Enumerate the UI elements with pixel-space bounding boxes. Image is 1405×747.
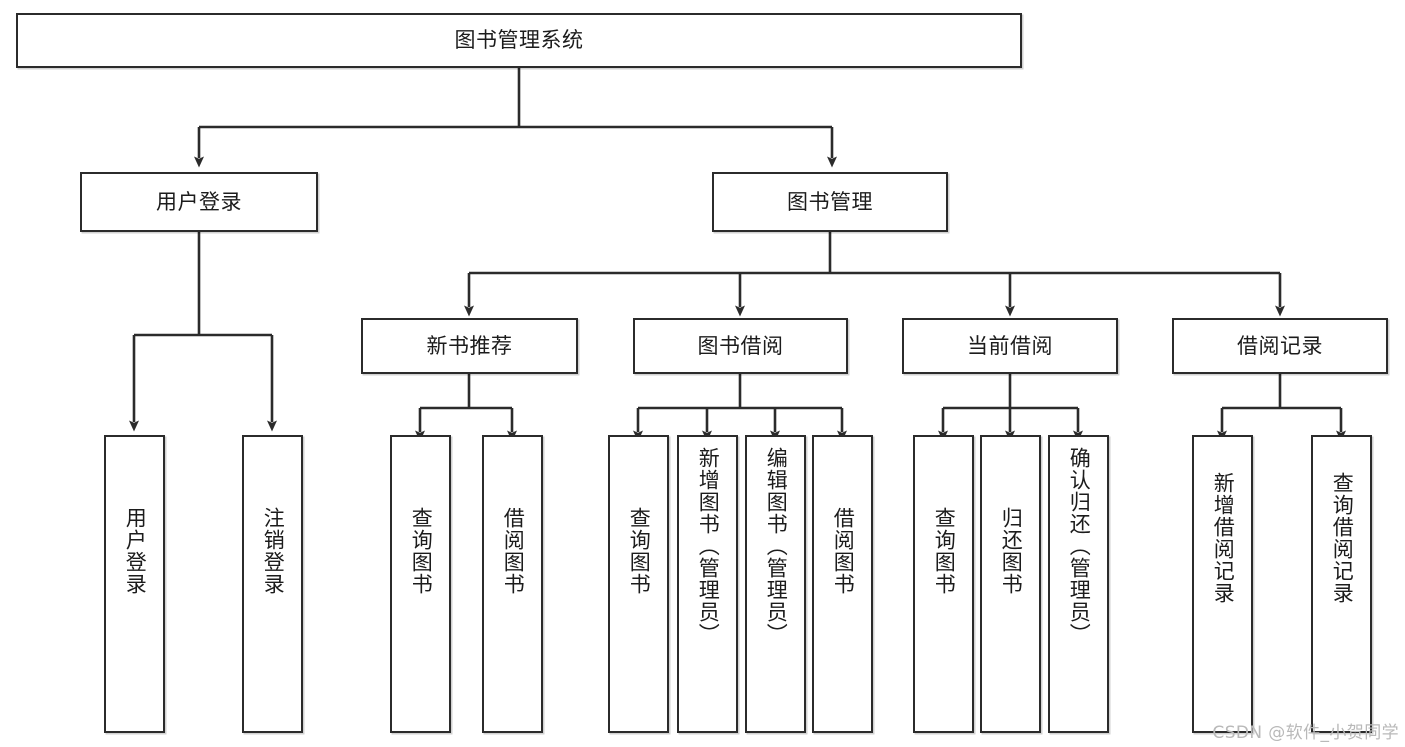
- leaf-new-book-query-book[interactable]: 查询图书: [390, 435, 451, 733]
- node-new-book-recommend[interactable]: 新书推荐: [361, 318, 578, 374]
- node-label: 用户登录: [156, 189, 242, 214]
- leaf-user-login-login[interactable]: 用户登录: [104, 435, 165, 733]
- leaf-book-borrow-add-book-admin[interactable]: 新增图书（管理员）: [677, 435, 738, 733]
- node-borrow-record[interactable]: 借阅记录: [1172, 318, 1388, 374]
- node-label: 查询图书: [932, 507, 957, 595]
- csdn-watermark: CSDN @软件_小贺同学: [1212, 723, 1399, 743]
- leaf-user-login-logout[interactable]: 注销登录: [242, 435, 303, 733]
- leaf-current-borrow-confirm-return-admin[interactable]: 确认归还（管理员）: [1048, 435, 1109, 733]
- leaf-new-book-borrow-book[interactable]: 借阅图书: [482, 435, 543, 733]
- node-label: 确认归还（管理员）: [1067, 447, 1092, 645]
- node-label: 新书推荐: [426, 333, 513, 358]
- node-label: 借阅图书: [831, 507, 856, 595]
- leaf-current-borrow-query-book[interactable]: 查询图书: [913, 435, 974, 733]
- node-label: 查询图书: [627, 507, 652, 595]
- node-label: 编辑图书（管理员）: [764, 447, 789, 645]
- node-label: 用户登录: [123, 507, 148, 595]
- node-label: 归还图书: [999, 507, 1024, 595]
- leaf-book-borrow-edit-book-admin[interactable]: 编辑图书（管理员）: [745, 435, 806, 733]
- leaf-book-borrow-query-book[interactable]: 查询图书: [608, 435, 669, 733]
- node-label: 当前借阅: [967, 333, 1053, 358]
- node-label: 图书管理系统: [454, 28, 584, 52]
- leaf-current-borrow-return-book[interactable]: 归还图书: [980, 435, 1041, 733]
- node-book-management[interactable]: 图书管理: [712, 172, 948, 232]
- node-label: 查询图书: [409, 507, 434, 595]
- leaf-borrow-record-query-record[interactable]: 查询借阅记录: [1311, 435, 1372, 733]
- node-label: 新增图书（管理员）: [696, 447, 721, 645]
- node-user-login[interactable]: 用户登录: [80, 172, 318, 232]
- node-label: 图书借阅: [697, 333, 784, 358]
- node-book-borrow[interactable]: 图书借阅: [633, 318, 848, 374]
- node-label: 借阅图书: [501, 507, 526, 595]
- node-label: 借阅记录: [1237, 333, 1323, 358]
- leaf-book-borrow-borrow-book[interactable]: 借阅图书: [812, 435, 873, 733]
- leaf-borrow-record-add-record[interactable]: 新增借阅记录: [1192, 435, 1253, 733]
- node-label: 查询借阅记录: [1330, 472, 1355, 604]
- node-current-borrow[interactable]: 当前借阅: [902, 318, 1118, 374]
- node-label: 图书管理: [787, 189, 873, 214]
- node-label: 注销登录: [261, 507, 286, 595]
- node-label: 新增借阅记录: [1211, 472, 1236, 604]
- node-book-management-system[interactable]: 图书管理系统: [16, 13, 1022, 68]
